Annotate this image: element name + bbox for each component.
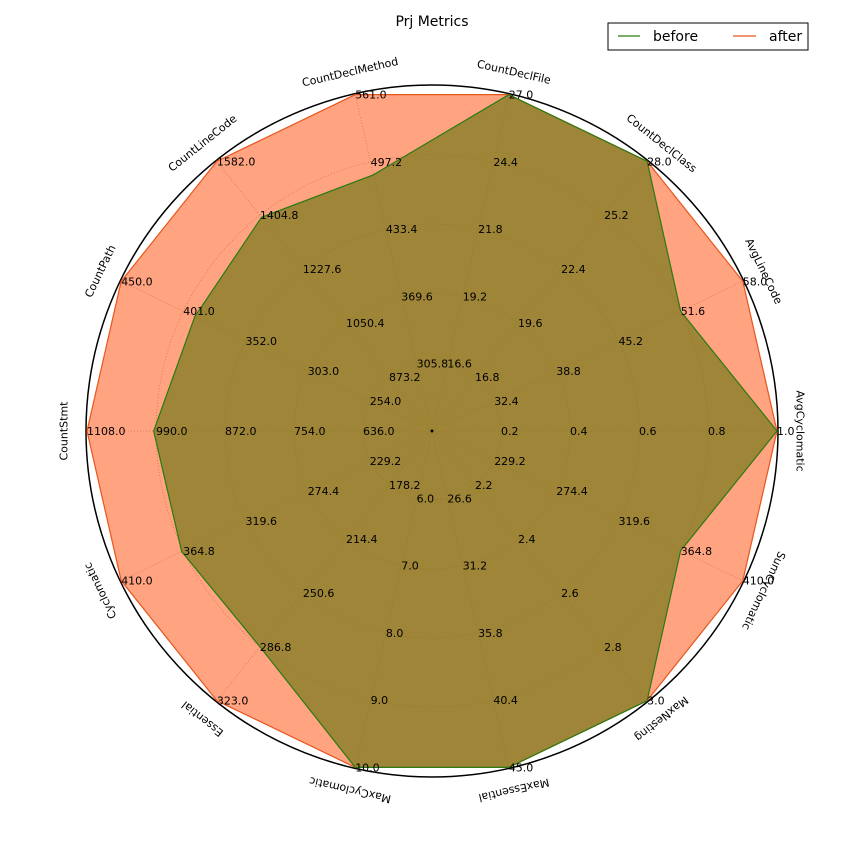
tick-label: 410.0 xyxy=(743,575,775,588)
tick-label: 8.0 xyxy=(386,627,404,640)
tick-label: 3.0 xyxy=(647,695,665,708)
chart-title: Prj Metrics xyxy=(395,14,468,30)
legend-label-before: before xyxy=(653,29,698,45)
tick-label: 31.2 xyxy=(463,560,488,573)
tick-label: 0.4 xyxy=(570,425,588,438)
tick-label: 7.0 xyxy=(401,560,419,573)
tick-label: 1227.6 xyxy=(303,263,342,276)
axis-label: MaxEssential xyxy=(477,775,550,804)
tick-label: 364.8 xyxy=(681,545,713,558)
tick-label: 19.6 xyxy=(518,317,543,330)
tick-label: 21.8 xyxy=(478,223,503,236)
tick-label: 27.0 xyxy=(509,89,534,102)
tick-label: 2.8 xyxy=(604,641,622,654)
tick-label: 319.6 xyxy=(619,515,651,528)
axis-label: CountPath xyxy=(82,243,118,300)
tick-label: 364.8 xyxy=(183,545,215,558)
tick-label: 873.2 xyxy=(389,371,421,384)
tick-label: 1582.0 xyxy=(217,155,256,168)
axis-label: AvgLineCode xyxy=(742,236,785,306)
tick-label: 229.2 xyxy=(370,455,402,468)
tick-label: 0.8 xyxy=(708,425,726,438)
legend: before after xyxy=(607,22,809,51)
tick-label: 0.6 xyxy=(639,425,657,438)
tick-label: 6.0 xyxy=(417,492,435,505)
tick-label: 352.0 xyxy=(246,335,278,348)
center-marker xyxy=(430,429,434,433)
tick-label: 9.0 xyxy=(371,694,389,707)
axis-label: CountDeclMethod xyxy=(301,55,400,90)
tick-label: 990.0 xyxy=(156,425,188,438)
tick-label: 450.0 xyxy=(121,275,153,288)
tick-label: 250.6 xyxy=(303,587,335,600)
tick-label: 58.0 xyxy=(743,275,768,288)
radar-frame xyxy=(85,84,779,778)
tick-label: 274.4 xyxy=(556,485,588,498)
tick-label: 1108.0 xyxy=(87,425,126,438)
axis-label: CountDeclFile xyxy=(476,57,553,87)
axis-label: MaxCyclomatic xyxy=(308,774,392,805)
tick-label: 872.0 xyxy=(225,425,257,438)
tick-label: 45.0 xyxy=(509,761,534,774)
tick-label: 254.0 xyxy=(370,395,402,408)
tick-label: 10.0 xyxy=(355,761,380,774)
tick-label: 286.8 xyxy=(260,641,292,654)
tick-label: 303.0 xyxy=(308,365,340,378)
tick-label: 2.4 xyxy=(518,533,536,546)
tick-label: 497.2 xyxy=(371,156,403,169)
tick-label: 26.6 xyxy=(447,492,472,505)
axis-label: AvgCyclomatic xyxy=(794,390,807,471)
tick-label: 2.6 xyxy=(561,587,579,600)
tick-label: 636.0 xyxy=(363,425,395,438)
tick-label: 51.6 xyxy=(681,305,706,318)
tick-label: 561.0 xyxy=(355,89,387,102)
legend-label-after: after xyxy=(769,29,802,45)
tick-label: 28.0 xyxy=(647,155,672,168)
series-layer xyxy=(86,93,778,768)
tick-label: 22.4 xyxy=(561,263,586,276)
tick-label: 0.2 xyxy=(501,425,519,438)
tick-label: 45.2 xyxy=(619,335,644,348)
tick-label: 433.4 xyxy=(386,223,418,236)
tick-label: 32.4 xyxy=(494,395,519,408)
tick-label: 40.4 xyxy=(493,694,518,707)
tick-label: 214.4 xyxy=(346,533,378,546)
tick-label: 754.0 xyxy=(294,425,326,438)
tick-label: 35.8 xyxy=(478,627,503,640)
tick-label: 16.8 xyxy=(475,371,500,384)
tick-label: 19.2 xyxy=(463,291,488,304)
tick-label: 305.8 xyxy=(417,358,449,371)
tick-label: 274.4 xyxy=(308,485,340,498)
tick-label: 410.0 xyxy=(121,575,153,588)
tick-label: 2.2 xyxy=(475,479,493,492)
tick-label: 24.4 xyxy=(493,156,518,169)
tick-label: 229.2 xyxy=(494,455,526,468)
axis-label: Cyclomatic xyxy=(81,560,119,621)
tick-label: 25.2 xyxy=(604,209,629,222)
tick-label: 1050.4 xyxy=(346,317,385,330)
tick-label: 323.0 xyxy=(217,695,249,708)
tick-label: 1.0 xyxy=(777,425,795,438)
series-before xyxy=(153,93,778,768)
tick-label: 369.6 xyxy=(401,291,433,304)
tick-label: 401.0 xyxy=(183,305,215,318)
tick-label: 319.6 xyxy=(246,515,278,528)
tick-label: 38.8 xyxy=(556,365,581,378)
tick-label: 16.6 xyxy=(447,358,472,371)
axis-label: CountStmt xyxy=(58,401,71,461)
tick-label: 1404.8 xyxy=(260,209,299,222)
legend-box xyxy=(607,22,809,51)
tick-label: 178.2 xyxy=(389,479,421,492)
